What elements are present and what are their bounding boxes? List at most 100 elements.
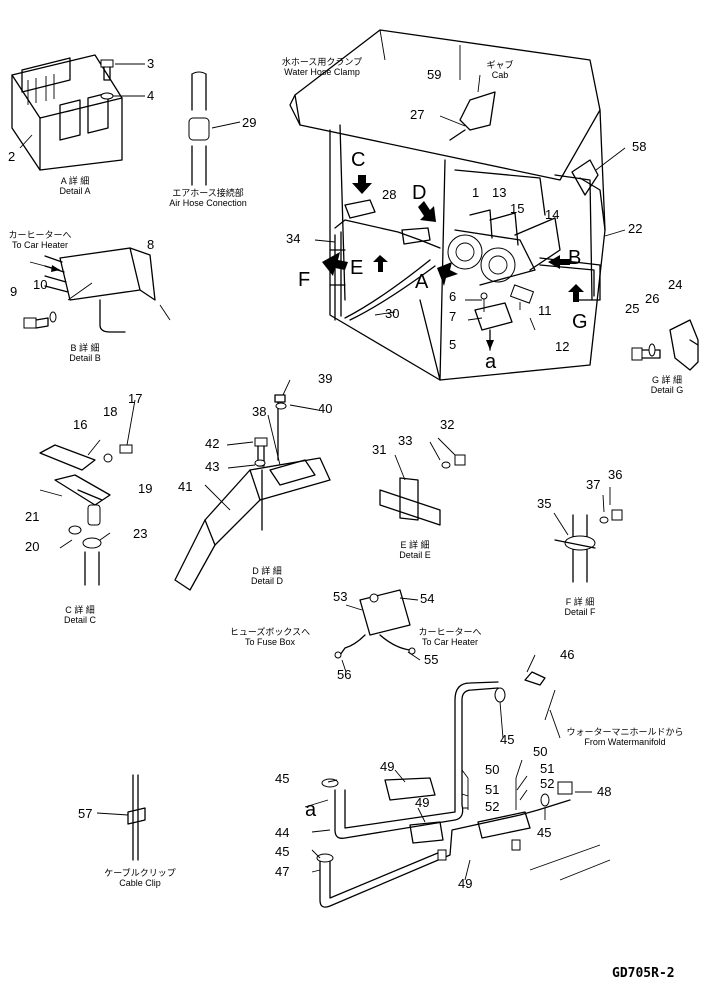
detail-f-en: Detail F <box>564 607 596 617</box>
callout-5: 5 <box>449 337 457 352</box>
detail-a-jp: A 詳 細 <box>60 176 90 186</box>
callout-49-c: 49 <box>458 876 473 891</box>
callout-55: 55 <box>424 652 439 667</box>
callout-15: 15 <box>510 201 525 216</box>
detail-c-en: Detail C <box>63 615 96 625</box>
detail-d-en: Detail D <box>250 576 283 586</box>
leader-lines <box>19 74 626 881</box>
detail-a-en: Detail A <box>59 186 91 196</box>
callout-26: 26 <box>645 291 660 306</box>
detail-e-en: Detail E <box>399 550 431 560</box>
callout-17: 17 <box>128 391 143 406</box>
detail-b-en: Detail B <box>69 353 101 363</box>
callout-16: 16 <box>73 417 88 432</box>
callout-45-b: 45 <box>537 825 552 840</box>
detail-c-jp: C 詳 細 <box>65 605 95 615</box>
view-letter-e: E <box>350 257 364 279</box>
callout-12: 12 <box>555 339 570 354</box>
callout-19: 19 <box>138 481 153 496</box>
callout-49-b: 49 <box>415 795 430 810</box>
callout-34: 34 <box>286 231 301 246</box>
callout-24: 24 <box>668 277 683 292</box>
air-hose-connection <box>188 71 241 186</box>
water-hose-clamp-en: Water Hose Clamp <box>284 67 360 77</box>
callout-25: 25 <box>625 301 640 316</box>
view-letter-b: B <box>568 247 582 269</box>
detail-a-bracket <box>11 54 123 171</box>
callout-41: 41 <box>178 479 193 494</box>
detail-d-bracket <box>174 394 331 591</box>
callout-36: 36 <box>608 467 623 482</box>
callout-7: 7 <box>449 309 457 324</box>
cable-clip-en: Cable Clip <box>119 878 161 888</box>
callout-46: 46 <box>560 647 575 662</box>
detail-g-en: Detail G <box>650 385 684 395</box>
callout-33: 33 <box>398 433 413 448</box>
callout-45-c: 45 <box>275 771 290 786</box>
callout-10: 10 <box>33 277 48 292</box>
callout-29: 29 <box>242 115 257 130</box>
callout-22: 22 <box>628 221 643 236</box>
callout-53: 53 <box>333 589 348 604</box>
callout-57: 57 <box>78 806 93 821</box>
detail-g-label: G 詳 細 Detail G <box>637 375 697 395</box>
air-hose-en: Air Hose Conection <box>169 198 247 208</box>
cable-clip-label: ケーブルクリップ Cable Clip <box>95 868 185 888</box>
bolt-3 <box>100 59 145 100</box>
callout-42: 42 <box>205 436 220 451</box>
callout-18: 18 <box>103 404 118 419</box>
callout-50-a: 50 <box>533 744 548 759</box>
callout-51-a: 51 <box>540 761 555 776</box>
callout-38: 38 <box>252 404 267 419</box>
detail-g-jp: G 詳 細 <box>651 375 682 385</box>
to-car-heater-en-2: To Car Heater <box>421 637 479 647</box>
callout-48: 48 <box>597 784 612 799</box>
callout-51-b: 51 <box>485 782 500 797</box>
air-hose-jp: エアホース接続部 <box>172 188 244 198</box>
callout-59: 59 <box>427 67 442 82</box>
view-letter-a-small-1: a <box>485 351 497 373</box>
callout-39: 39 <box>318 371 333 386</box>
callout-37: 37 <box>586 477 601 492</box>
from-watermanifold-label: ウォーターマニホールドから From Watermanifold <box>560 727 690 747</box>
callout-47: 47 <box>275 864 290 879</box>
view-letter-g: G <box>572 311 588 333</box>
detail-g-clamp <box>631 319 699 371</box>
callout-11: 11 <box>538 303 552 318</box>
cab-en: Cab <box>491 70 509 80</box>
callout-58: 58 <box>632 139 647 154</box>
detail-d-label: D 詳 細 Detail D <box>237 566 297 586</box>
callout-45-a: 45 <box>500 732 515 747</box>
to-fuse-box-en: To Fuse Box <box>244 637 296 647</box>
callout-43: 43 <box>205 459 220 474</box>
callout-52-b: 52 <box>485 799 500 814</box>
callout-45-d: 45 <box>275 844 290 859</box>
callout-52-a: 52 <box>540 776 555 791</box>
callout-50-b: 50 <box>485 762 500 777</box>
drawing-code: GD705R-2 <box>612 966 675 981</box>
from-watermanifold-jp: ウォーターマニホールドから <box>566 727 684 737</box>
to-car-heater-jp-1: カーヒーターへ <box>8 230 72 240</box>
callout-27: 27 <box>410 107 425 122</box>
callout-9: 9 <box>10 284 18 299</box>
cable-clip-jp: ケーブルクリップ <box>104 868 176 878</box>
detail-d-jp: D 詳 細 <box>252 566 282 576</box>
detail-e-clamp <box>379 454 466 526</box>
from-watermanifold-en: From Watermanifold <box>584 737 666 747</box>
cab-assembly <box>289 29 606 381</box>
to-fuse-box-jp: ヒューズボックスへ <box>229 627 311 637</box>
cable-clip <box>127 774 146 861</box>
callout-4: 4 <box>147 88 155 103</box>
to-fuse-box-label: ヒューズボックスへ To Fuse Box <box>220 627 320 647</box>
detail-c-label: C 詳 細 Detail C <box>50 605 110 625</box>
detail-c-clamp <box>39 444 133 586</box>
callout-40: 40 <box>318 401 333 416</box>
callout-30: 30 <box>385 306 400 321</box>
callout-23: 23 <box>133 526 148 541</box>
callout-21: 21 <box>25 509 40 524</box>
callout-28: 28 <box>382 187 397 202</box>
callout-8: 8 <box>147 237 155 252</box>
detail-b-jp: B 詳 細 <box>70 343 100 353</box>
callout-49-a: 49 <box>380 759 395 774</box>
